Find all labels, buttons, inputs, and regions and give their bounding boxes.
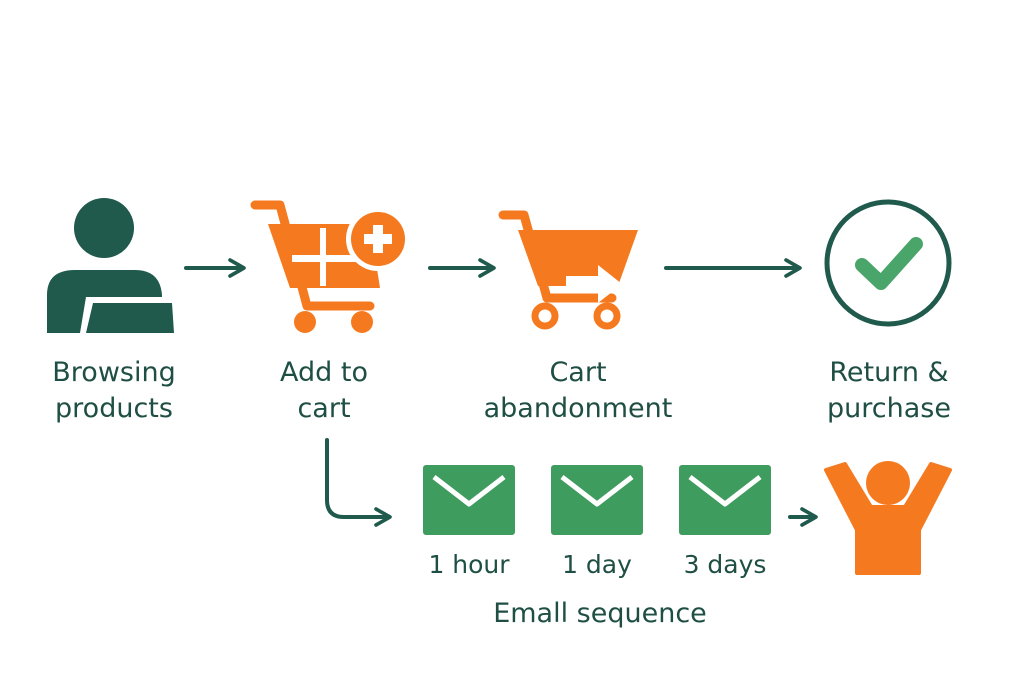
envelope-icon-3 — [679, 465, 771, 535]
envelope-icon-1 — [423, 465, 515, 535]
email-label-2: 1 day — [562, 550, 632, 579]
step-label-line: products — [55, 393, 173, 424]
step-label-purchase: Return & purchase — [794, 355, 984, 427]
step-label-line: Cart — [549, 357, 607, 388]
person-laptop-icon — [47, 198, 178, 333]
email-label-3: 3 days — [683, 550, 767, 579]
cart-exit-icon — [498, 210, 638, 330]
envelope-icon-2 — [551, 465, 643, 535]
cart-plus-icon — [250, 200, 410, 333]
email-sequence-label: Emall sequence — [493, 598, 707, 629]
step-label-abandonment: Cart abandonment — [468, 355, 688, 427]
step-label-browsing: Browsing products — [24, 355, 204, 427]
step-label-line: abandonment — [483, 393, 673, 424]
step-label-line: Add to — [280, 357, 368, 388]
step-label-line: Browsing — [52, 357, 176, 388]
step-label-line: purchase — [827, 393, 951, 424]
step-label-line: cart — [297, 393, 351, 424]
celebrating-person-icon — [824, 461, 952, 575]
step-label-add-to-cart: Add to cart — [244, 355, 404, 427]
step-label-line: Return & — [829, 357, 949, 388]
checkmark-circle-icon — [824, 199, 952, 327]
branch-arrow — [325, 438, 392, 527]
email-label-1: 1 hour — [428, 550, 510, 579]
